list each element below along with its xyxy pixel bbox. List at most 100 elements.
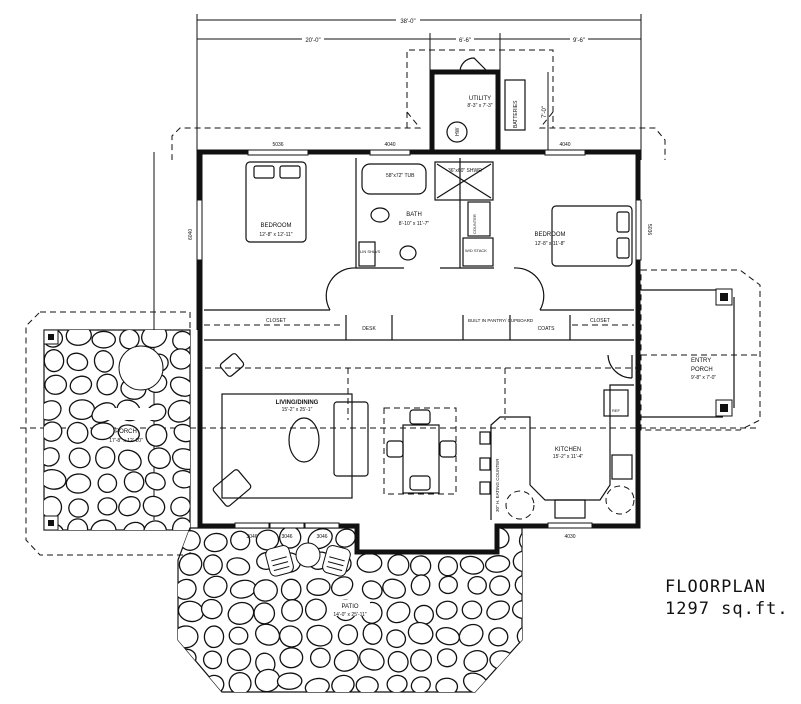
living-size: 15'-2" x 25'-1": [282, 407, 313, 413]
flagstone: [488, 696, 517, 704]
flagstone: [435, 626, 460, 646]
shower-label: 36"x60" SHWR: [448, 168, 482, 174]
flagstone: [178, 600, 204, 623]
closet-right-label: CLOSET: [590, 318, 610, 324]
flagstone: [141, 330, 168, 349]
patio-label: PATIO: [341, 604, 358, 610]
flagstone: [513, 651, 522, 673]
entry-porch-size: 9'-8" x 7'-0": [691, 375, 716, 381]
window-label: 5036: [272, 142, 283, 148]
patio-table: [295, 542, 321, 568]
flagstone: [230, 530, 251, 551]
flagstone: [458, 623, 484, 647]
flagstone: [227, 601, 255, 625]
flagstone: [203, 575, 228, 599]
flagstone: [387, 699, 409, 704]
flagstone: [386, 629, 407, 649]
flagstone: [486, 600, 510, 621]
windows: 5036 4040 4040 6040 5036 3046 3046 3046 …: [188, 142, 652, 540]
bedroom-left: BEDROOM 12'-8" x 12'-11" CLOSET: [204, 161, 340, 326]
bedroom-right: BEDROOM 12'-8" x 11'-8" CLOSET: [534, 205, 634, 326]
flagstone: [518, 528, 522, 551]
flagstone: [171, 448, 190, 471]
flagstone: [279, 625, 303, 648]
dim-overall: 38'-0": [400, 19, 415, 25]
flagstone: [463, 650, 489, 673]
flagstone: [253, 602, 276, 625]
flagstone: [279, 647, 304, 669]
flagstone: [331, 674, 355, 692]
flagstone: [461, 695, 492, 704]
flagstone: [488, 627, 509, 647]
flagstone: [203, 674, 225, 692]
flagstone: [253, 579, 278, 602]
flagstone: [280, 578, 302, 601]
flagstone: [93, 350, 114, 373]
patio-size: 14'-0" x 25'-11": [333, 612, 366, 618]
window-label: 4040: [384, 142, 395, 148]
flagstone: [360, 697, 384, 704]
flagstone: [90, 422, 115, 441]
flagstone: [437, 556, 459, 577]
flagstone: [44, 469, 67, 490]
flagstone: [436, 648, 458, 668]
flagstone: [386, 601, 411, 624]
bath-size: 8'-10" x 11'-7": [399, 221, 430, 227]
flagstone: [484, 555, 511, 573]
flagstone: [435, 600, 458, 620]
kitchen: 30" H. EATING COUNTER REF KITCHEN 15'-2"…: [479, 384, 635, 520]
flagstone: [65, 330, 92, 346]
flagstone: [281, 599, 304, 622]
bath: 58"x72" TUB 36"x60" SHWR BATH 8'-10" x 1…: [358, 161, 494, 267]
plan-title: FLOORPLAN: [665, 577, 766, 597]
porch: PORCH 17'-8" x 12'-10": [43, 329, 191, 531]
window-label: 3046: [246, 534, 257, 540]
flagstone: [179, 530, 201, 551]
flagstone: [96, 373, 118, 396]
window-label: 5036: [646, 224, 652, 235]
flagstone: [359, 648, 385, 671]
flagstone: [97, 473, 118, 494]
flagstone: [118, 496, 141, 517]
bedroom-right-size: 12'-8" x 11'-8": [535, 241, 566, 247]
flagstone: [250, 696, 278, 704]
flagstone: [172, 470, 190, 489]
flagstone: [178, 578, 197, 600]
tub-label: 58"x72" TUB: [386, 173, 415, 179]
adirondack-chair: [322, 545, 351, 577]
flagstone: [65, 473, 92, 494]
flagstone: [68, 498, 89, 518]
porch-table: [118, 345, 164, 391]
window-label: 6040: [188, 229, 194, 240]
flagstone: [203, 554, 223, 576]
flagstone: [119, 330, 140, 350]
flagstone: [489, 669, 514, 692]
flagstone: [355, 676, 379, 692]
flagstone: [337, 624, 359, 646]
flagstone: [143, 520, 168, 530]
flagstone: [44, 400, 62, 421]
entry-porch: ENTRY PORCH 9'-8" x 7'-0": [641, 288, 735, 418]
utility-size: 8'-3" x 7'-3": [467, 103, 492, 109]
flagstone: [144, 472, 166, 491]
window-label: 4030: [564, 534, 575, 540]
flagstone: [176, 694, 200, 704]
storage: DESK BUILT IN PANTRY/ CUPBOARD COATS: [362, 318, 555, 332]
porch-label: PORCH: [115, 429, 137, 435]
flagstone: [169, 348, 190, 370]
flagstone: [203, 532, 228, 553]
flagstone: [255, 623, 281, 646]
flagstone: [413, 604, 435, 625]
flagstone: [464, 529, 484, 551]
flagstone: [44, 447, 60, 467]
bath-label: BATH: [406, 212, 422, 218]
flagstone: [117, 449, 142, 471]
flagstone: [382, 578, 406, 599]
closet-left-label: CLOSET: [266, 318, 286, 324]
flagstone: [90, 519, 117, 530]
flagstone: [91, 330, 116, 349]
flagstone: [142, 495, 166, 517]
flagstone: [170, 496, 190, 517]
water-heater-label: HW: [455, 127, 461, 136]
flagstone: [489, 650, 515, 671]
